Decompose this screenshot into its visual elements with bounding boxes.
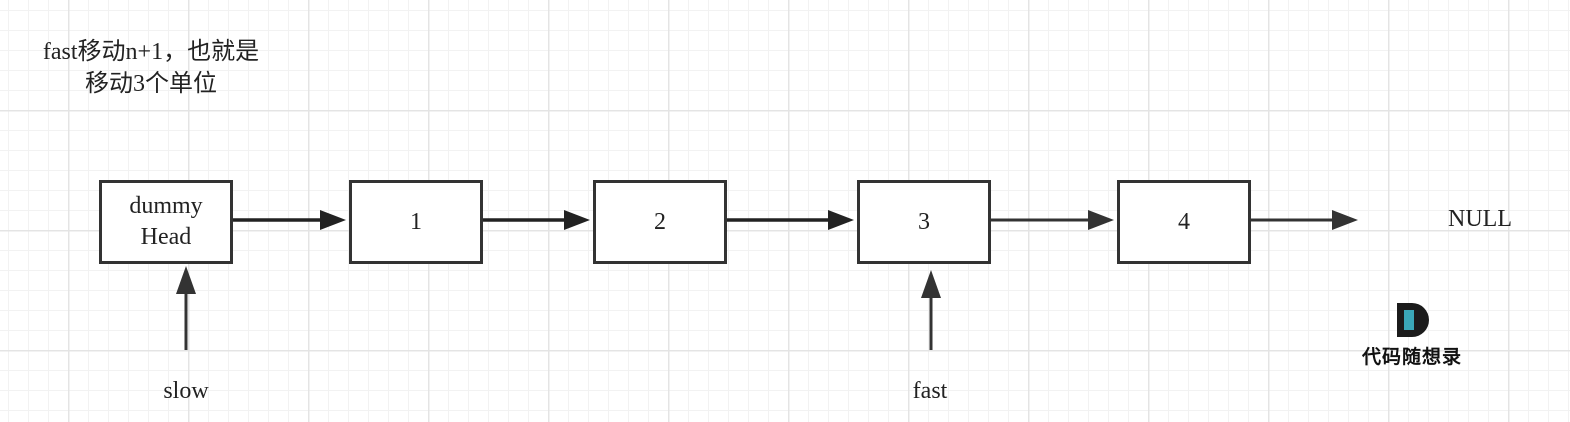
- fast-pointer-label: fast: [912, 378, 948, 404]
- fast-pointer-arrow: [921, 270, 941, 350]
- node-label: dummy: [129, 193, 203, 219]
- node-label: 3: [918, 208, 930, 235]
- arrow-2-to-3: [726, 210, 854, 230]
- slow-pointer-arrow: [176, 266, 196, 350]
- d-logo-icon: [1397, 303, 1429, 337]
- node-2: 2: [593, 180, 727, 264]
- node-label: Head: [140, 224, 192, 250]
- node-label: 2: [654, 208, 666, 235]
- watermark-text: 代码随想录: [1361, 346, 1462, 368]
- caption-line-2: 移动3个单位: [85, 71, 217, 97]
- node-3: 3: [857, 180, 991, 264]
- node-1: 1: [349, 180, 483, 264]
- caption-line-1: fast移动n+1，也就是: [42, 39, 260, 65]
- arrow-1-to-2: [482, 210, 590, 230]
- node-label: 1: [410, 208, 422, 235]
- null-label: NULL: [1448, 206, 1512, 232]
- slow-pointer-label: slow: [163, 378, 209, 404]
- watermark-logo: 代码随想录: [1350, 300, 1474, 370]
- node-4: 4: [1117, 180, 1251, 264]
- node-dummy-head: dummy Head: [99, 180, 233, 264]
- step-caption: fast移动n+1，也就是 移动3个单位: [22, 36, 280, 100]
- arrow-dummy-to-1: [232, 210, 346, 230]
- arrow-4-to-null: [1250, 210, 1358, 230]
- arrow-3-to-4: [990, 210, 1114, 230]
- node-label: 4: [1178, 208, 1190, 235]
